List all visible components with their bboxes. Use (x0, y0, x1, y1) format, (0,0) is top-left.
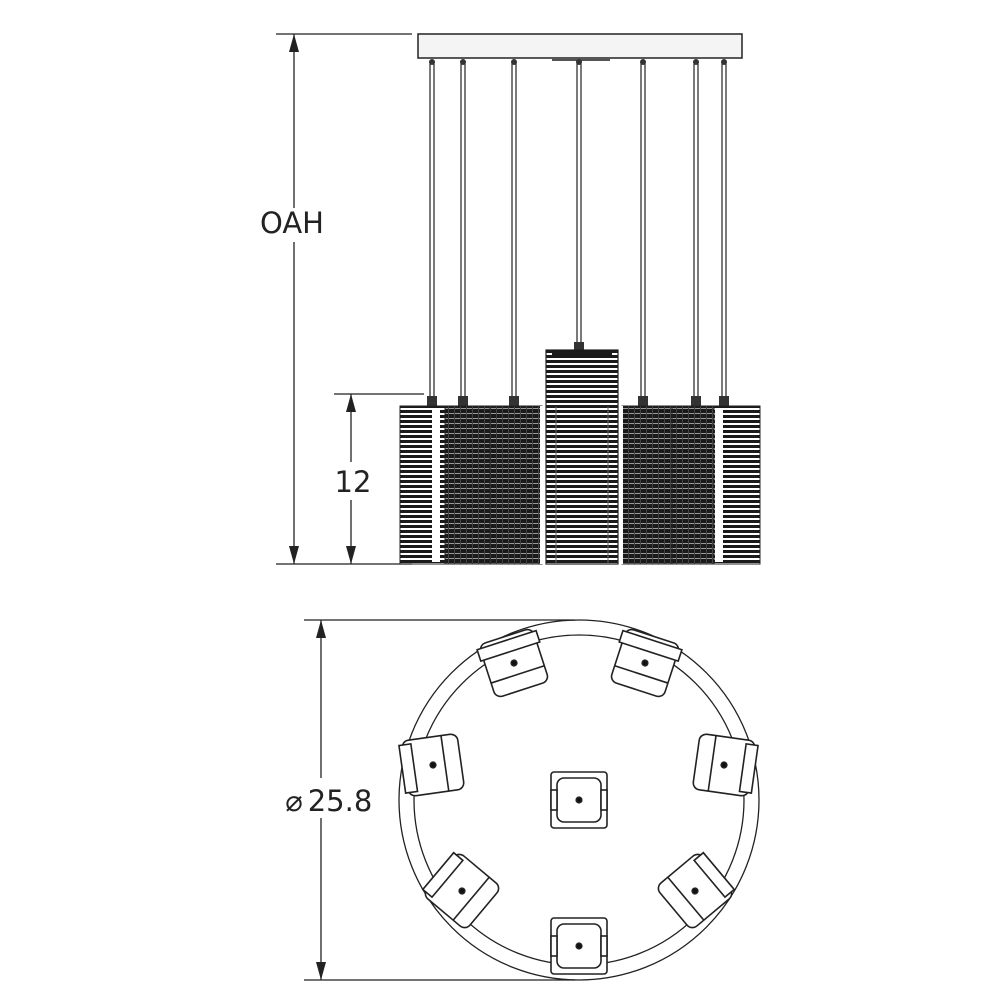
diameter-dimension (304, 619, 575, 981)
shade-height-dimension (334, 393, 424, 564)
cord-grippers (427, 59, 729, 406)
canopy-outer-circle (398, 619, 760, 981)
plan-view: ⌀ 25.8 (285, 619, 760, 981)
oah-label: OAH (260, 206, 324, 240)
elevation-view: OAH 12 (260, 33, 761, 565)
diameter-symbol: ⌀ (285, 784, 302, 818)
shade-right-inner (621, 405, 673, 565)
canopy (417, 33, 743, 59)
shade-height-label: 12 (335, 465, 372, 499)
shade-center (545, 349, 619, 565)
pendant-shades (399, 349, 761, 565)
shade-footprints (398, 628, 759, 975)
canopy-center-mount (552, 58, 610, 61)
diameter-label: 25.8 (308, 784, 373, 818)
shade-left-outer (399, 405, 451, 565)
shade-left-inner (489, 405, 543, 565)
oah-dimension (276, 33, 412, 565)
shade-right-mid (667, 405, 715, 565)
shade-left-mid (444, 405, 492, 565)
